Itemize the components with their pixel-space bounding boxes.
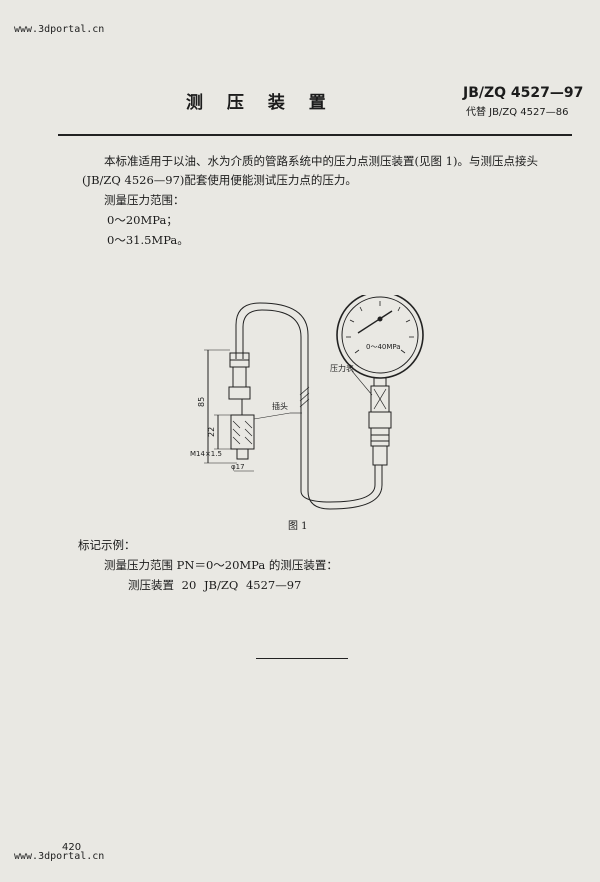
plug-callout: 插头 (272, 401, 288, 411)
end-rule (256, 658, 348, 659)
pressure-range-2: 0～31.5MPa。 (107, 233, 189, 247)
gauge-neck (373, 377, 387, 387)
scope-paragraph-continued: (JB/ZQ 4526—97)配套使用便能测试压力点的压力。 (82, 173, 357, 187)
hose-ferrule (372, 445, 388, 466)
left-fitting-body (232, 366, 247, 388)
watermark-url-bottom: www.3dportal.cn (14, 851, 105, 862)
hose-inner (242, 309, 376, 503)
gauge-range-label: 0～40MPa (366, 343, 401, 351)
coupling-nut (370, 427, 390, 447)
gauge-dial (341, 296, 419, 374)
plug-tip (236, 448, 249, 460)
marking-example-label: 标记示例： (78, 538, 136, 552)
header-rule (58, 134, 572, 136)
pressure-range-label: 测量压力范围： (104, 193, 185, 207)
scope-paragraph: 本标准适用于以油、水为介质的管路系统中的压力点测压装置(见图 1)。与测压点接头 (104, 154, 538, 168)
dim-85: 85 (197, 397, 206, 407)
dim-22: 22 (207, 427, 216, 437)
marking-example-line-1: 测量压力范围 PN＝0～20MPa 的测压装置： (104, 558, 338, 572)
gauge-callout: 压力表 (330, 363, 354, 373)
coupling-body (368, 411, 392, 429)
page-title: 测 压 装 置 (186, 93, 335, 113)
standard-number: JB/ZQ 4527—97 (463, 85, 584, 101)
plug-hatch (232, 420, 253, 445)
watermark-url-top: www.3dportal.cn (14, 24, 105, 35)
dim-thread: M14×1.5 (190, 450, 222, 458)
figure-caption: 图 1 (288, 521, 308, 532)
replaces-standard: 代替 JB/ZQ 4527—86 (466, 107, 569, 118)
pressure-device-drawing: 0～40MPa 压力表 插头 85 22 M14×1.5 φ17 (190, 295, 424, 510)
gauge-ticks (346, 301, 414, 354)
page-number: 420 (62, 842, 82, 853)
pressure-range-1: 0～20MPa； (107, 213, 178, 227)
marking-example-line-2: 测压装置 20 JB/ZQ 4527—97 (128, 578, 302, 592)
gauge-needle (357, 310, 393, 334)
hose-outer (235, 302, 383, 510)
plug-head (230, 414, 255, 450)
left-fitting-collar (228, 386, 251, 400)
dim-diameter: φ17 (231, 463, 245, 471)
